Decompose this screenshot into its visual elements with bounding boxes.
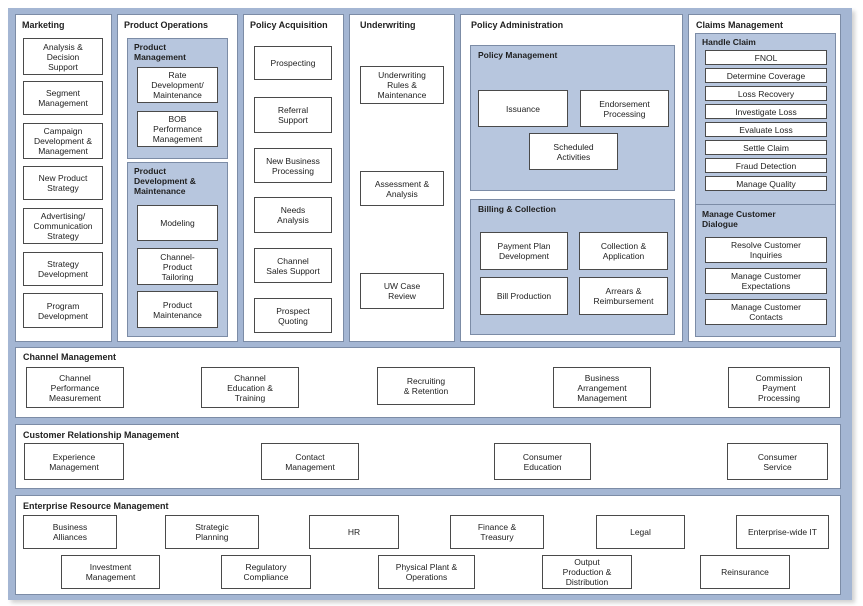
erm-item: Enterprise-wide IT xyxy=(736,515,829,549)
billing-collection-group: Billing & Collection Payment Plan Develo… xyxy=(470,199,675,335)
policy-management-item: Endorsement Processing xyxy=(580,90,669,127)
policy-management-item: Issuance xyxy=(478,90,568,127)
handle-claim-item: Fraud Detection xyxy=(705,158,827,173)
handle-claim-item: Settle Claim xyxy=(705,140,827,155)
crm-section: Customer Relationship Management Experie… xyxy=(15,424,841,489)
policy-acquisition-item: Referral Support xyxy=(254,97,332,133)
billing-collection-item: Collection & Application xyxy=(579,232,668,270)
product-operations-title: Product Operations xyxy=(124,20,209,30)
channel-management-item: Recruiting & Retention xyxy=(377,367,475,405)
policy-acquisition-section: Policy Acquisition Prospecting Referral … xyxy=(243,14,344,342)
handle-claim-item: Evaluate Loss xyxy=(705,122,827,137)
product-development-item: Channel- Product Tailoring xyxy=(137,248,218,285)
handle-claim-item: Investigate Loss xyxy=(705,104,827,119)
handle-claim-item: Manage Quality xyxy=(705,176,827,191)
product-development-group: Product Development & Maintenance Modeli… xyxy=(127,162,228,337)
marketing-item: Advertising/ Communication Strategy xyxy=(23,208,103,244)
channel-management-item: Channel Education & Training xyxy=(201,367,299,408)
billing-collection-item: Arrears & Reimbursement xyxy=(579,277,668,315)
claims-management-title: Claims Management xyxy=(696,20,784,30)
product-development-title: Product Development & Maintenance xyxy=(134,166,196,196)
product-management-item: BOB Performance Management xyxy=(137,111,218,147)
marketing-item: Strategy Development xyxy=(23,252,103,286)
marketing-item: Analysis & Decision Support xyxy=(23,38,103,75)
erm-item: Output Production & Distribution xyxy=(542,555,632,589)
erm-title: Enterprise Resource Management xyxy=(23,501,169,511)
marketing-item: Program Development xyxy=(23,293,103,328)
underwriting-item: UW Case Review xyxy=(360,273,444,309)
channel-management-section: Channel Management Channel Performance M… xyxy=(15,347,841,418)
underwriting-item: Assessment & Analysis xyxy=(360,171,444,206)
erm-item: Physical Plant & Operations xyxy=(378,555,475,589)
handle-claim-item: Determine Coverage xyxy=(705,68,827,83)
handle-claim-item: FNOL xyxy=(705,50,827,65)
claims-management-section: Claims Management Handle Claim FNOL Dete… xyxy=(688,14,841,342)
policy-administration-section: Policy Administration Policy Management … xyxy=(460,14,683,342)
marketing-title: Marketing xyxy=(22,20,65,30)
underwriting-title: Underwriting xyxy=(360,20,416,30)
underwriting-section: Underwriting Underwriting Rules & Mainte… xyxy=(349,14,455,342)
erm-item: Investment Management xyxy=(61,555,160,589)
erm-item: Business Alliances xyxy=(23,515,117,549)
product-development-item: Modeling xyxy=(137,205,218,241)
product-management-item: Rate Development/ Maintenance xyxy=(137,67,218,103)
crm-title: Customer Relationship Management xyxy=(23,430,180,440)
policy-management-item: Scheduled Activities xyxy=(529,133,618,170)
erm-item: Finance & Treasury xyxy=(450,515,544,549)
handle-claim-item: Loss Recovery xyxy=(705,86,827,101)
policy-management-title: Policy Management xyxy=(478,50,558,60)
customer-dialogue-title: Manage Customer Dialogue xyxy=(702,209,776,229)
customer-dialogue-item: Resolve Customer Inquiries xyxy=(705,237,827,263)
policy-acquisition-item: Prospecting xyxy=(254,46,332,80)
policy-acquisition-item: Prospect Quoting xyxy=(254,298,332,333)
billing-collection-title: Billing & Collection xyxy=(478,204,556,214)
channel-management-title: Channel Management xyxy=(23,352,117,362)
erm-item: HR xyxy=(309,515,399,549)
erm-item: Legal xyxy=(596,515,685,549)
crm-item: Contact Management xyxy=(261,443,359,480)
erm-section: Enterprise Resource Management Business … xyxy=(15,495,841,595)
policy-management-group: Policy Management Issuance Endorsement P… xyxy=(470,45,675,191)
policy-acquisition-item: Channel Sales Support xyxy=(254,248,332,283)
product-development-item: Product Maintenance xyxy=(137,291,218,328)
crm-item: Consumer Education xyxy=(494,443,591,480)
customer-dialogue-group: Manage Customer Dialogue Resolve Custome… xyxy=(695,204,836,337)
erm-item: Reinsurance xyxy=(700,555,790,589)
marketing-item: Segment Management xyxy=(23,81,103,115)
policy-acquisition-item: Needs Analysis xyxy=(254,197,332,233)
policy-administration-title: Policy Administration xyxy=(471,20,564,30)
policy-acquisition-title: Policy Acquisition xyxy=(250,20,328,30)
crm-item: Experience Management xyxy=(24,443,124,480)
customer-dialogue-item: Manage Customer Contacts xyxy=(705,299,827,325)
channel-management-item: Commission Payment Processing xyxy=(728,367,830,408)
marketing-item: New Product Strategy xyxy=(23,166,103,200)
erm-item: Strategic Planning xyxy=(165,515,259,549)
channel-management-item: Channel Performance Measurement xyxy=(26,367,124,408)
underwriting-item: Underwriting Rules & Maintenance xyxy=(360,66,444,104)
handle-claim-title: Handle Claim xyxy=(702,37,756,47)
billing-collection-item: Payment Plan Development xyxy=(480,232,568,270)
erm-item: Regulatory Compliance xyxy=(221,555,311,589)
marketing-item: Campaign Development & Management xyxy=(23,123,103,159)
handle-claim-group: Handle Claim FNOL Determine Coverage Los… xyxy=(695,33,836,208)
product-operations-section: Product Operations Product Management Ra… xyxy=(117,14,238,342)
crm-item: Consumer Service xyxy=(727,443,828,480)
channel-management-item: Business Arrangement Management xyxy=(553,367,651,408)
product-management-title: Product Management xyxy=(134,42,186,62)
billing-collection-item: Bill Production xyxy=(480,277,568,315)
customer-dialogue-item: Manage Customer Expectations xyxy=(705,268,827,294)
marketing-section: Marketing Analysis & Decision Support Se… xyxy=(15,14,112,342)
policy-acquisition-item: New Business Processing xyxy=(254,148,332,183)
product-management-group: Product Management Rate Development/ Mai… xyxy=(127,38,228,159)
